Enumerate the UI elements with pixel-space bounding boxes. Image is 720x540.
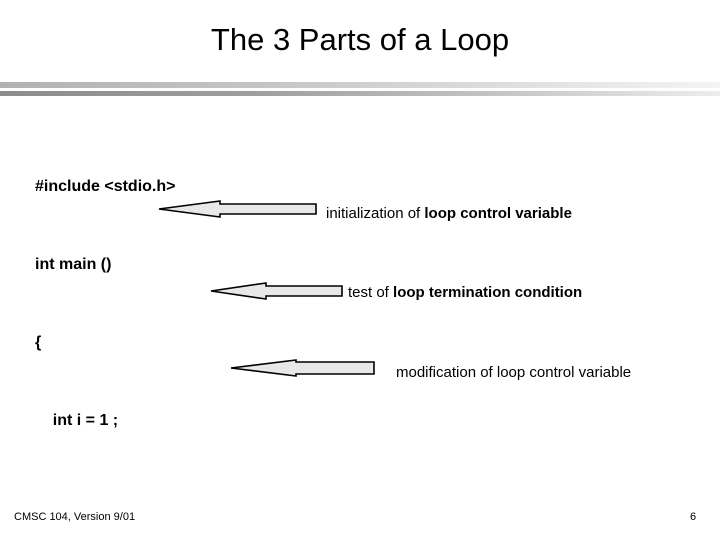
annotation-test: test of loop termination condition xyxy=(348,281,582,304)
arrow-test-icon xyxy=(210,280,344,302)
code-line: int i = 1 ; xyxy=(35,412,119,429)
annotation-test-prefix: test of xyxy=(348,284,394,301)
title-divider-upper xyxy=(0,82,720,88)
annotation-modification: modification of loop control variable xyxy=(396,361,646,384)
annotation-initialization-prefix: initialization of xyxy=(326,205,425,222)
annotation-test-emphasis: loop termination condition xyxy=(393,284,583,301)
footer-page-number: 6 xyxy=(689,511,697,523)
title-divider-gap xyxy=(0,88,720,91)
code-block: #include <stdio.h> int main () { int i =… xyxy=(35,122,231,540)
page-title: The 3 Parts of a Loop xyxy=(210,22,510,57)
code-line: #include <stdio.h> xyxy=(35,178,176,195)
code-line-blank xyxy=(35,486,231,512)
arrow-modification-icon xyxy=(230,357,376,379)
annotation-initialization-emphasis: loop control variable xyxy=(424,205,572,222)
title-divider-lower xyxy=(0,91,720,96)
arrow-initialization-icon xyxy=(158,198,318,220)
code-line: { xyxy=(35,334,42,351)
footer-course-note: CMSC 104, Version 9/01 xyxy=(14,511,136,523)
annotation-initialization: initialization of loop control variable xyxy=(326,202,572,225)
annotation-modification-text: modification of loop control variable xyxy=(396,364,632,381)
code-line: int main () xyxy=(35,256,112,273)
